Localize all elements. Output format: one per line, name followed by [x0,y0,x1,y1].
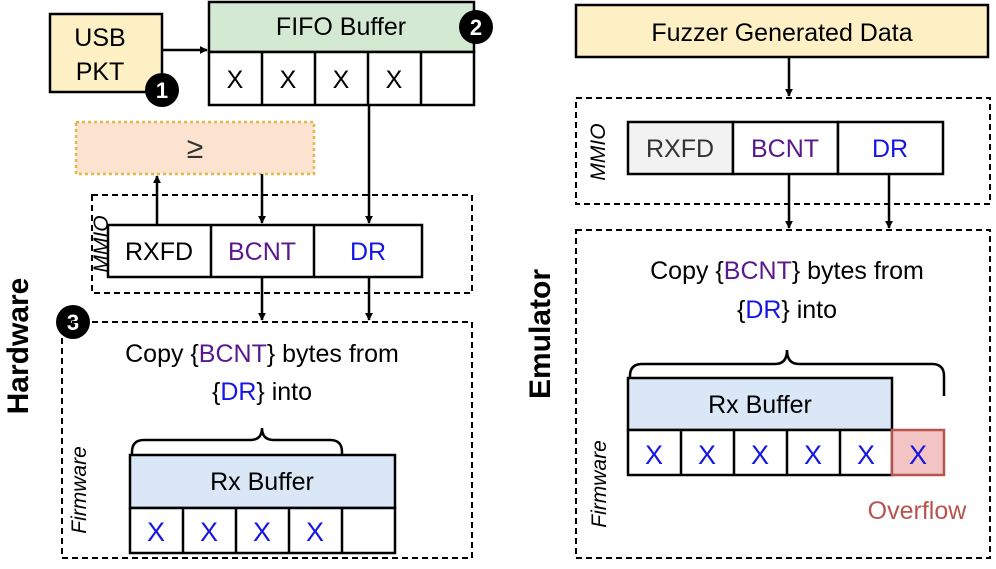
hardware-firmware-label: Firmware [68,446,91,534]
fifo-buffer: FIFO Buffer X X X X [207,0,476,107]
compare-symbol: ≥ [187,132,203,165]
register-dr: DR [872,135,908,163]
fuzzer-data-title: Fuzzer Generated Data [651,19,912,47]
register-rxfd: RXFD [646,135,714,163]
step-badge-1: 1 [145,73,179,107]
emulator-register-row: RXFD BCNT DR [626,120,945,176]
fifo-buffer-title: FIFO Buffer [276,13,406,41]
hardware-firmware-region [61,321,473,559]
emulator-copy-line1: Copy {BCNT} bytes from [650,257,924,285]
fuzzer-data-box: Fuzzer Generated Data [574,3,990,59]
hardware-mmio-region [91,194,473,294]
compare-box: ≥ [74,120,316,176]
emulator-rx-cell: X [698,440,716,470]
emulator-brace [628,349,946,396]
hardware-rx-cell: X [200,517,218,547]
emulator-side-label: Emulator [524,269,557,399]
hardware-copy-line1: Copy {BCNT} bytes from [125,340,399,368]
overflow-label: Overflow [868,497,968,525]
emulator-rx-buffer-title: Rx Buffer [708,391,812,419]
step-badge-2: 2 [459,10,493,44]
svg-text:1: 1 [156,78,168,103]
hardware-rx-buffer-title: Rx Buffer [210,468,314,496]
hardware-rx-cell: X [147,517,165,547]
hardware-rx-cell: X [253,517,271,547]
hardware-rx-cell: X [306,517,324,547]
fifo-cell: X [386,66,403,94]
register-rxfd: RXFD [125,238,193,266]
fifo-cell: X [280,66,297,94]
usb-pkt-box: USB PKT [48,12,164,94]
usb-pkt-line2: PKT [76,58,125,86]
emulator-firmware-region [575,229,991,559]
fifo-cell: X [227,66,244,94]
overflow-cell: X [890,428,946,477]
hardware-register-row: RXFD BCNT DR [106,223,424,279]
emulator-mmio-label: MMIO [587,123,610,180]
emulator-rx-cell: X [751,440,769,470]
register-bcnt: BCNT [751,135,819,163]
svg-text:2: 2 [470,15,482,40]
fifo-cell: X [333,66,350,94]
emulator-firmware-label: Firmware [588,440,611,528]
hardware-side-label: Hardware [2,278,35,415]
emulator-rx-cell: X [645,440,663,470]
emulator-copy-line2: {DR} into [737,296,837,324]
usb-pkt-line1: USB [74,24,125,52]
register-dr: DR [350,238,386,266]
hardware-copy-line2: {DR} into [212,378,312,406]
register-bcnt: BCNT [228,238,296,266]
emulator-rx-cell: X [804,440,822,470]
hardware-brace [130,427,344,457]
emulator-rx-cell: X [857,440,875,470]
emulator-rx-buffer: Rx Buffer X X X X X [626,376,894,477]
overflow-cell-value: X [909,440,927,470]
hardware-rx-buffer: Rx Buffer X X X X [128,453,397,555]
